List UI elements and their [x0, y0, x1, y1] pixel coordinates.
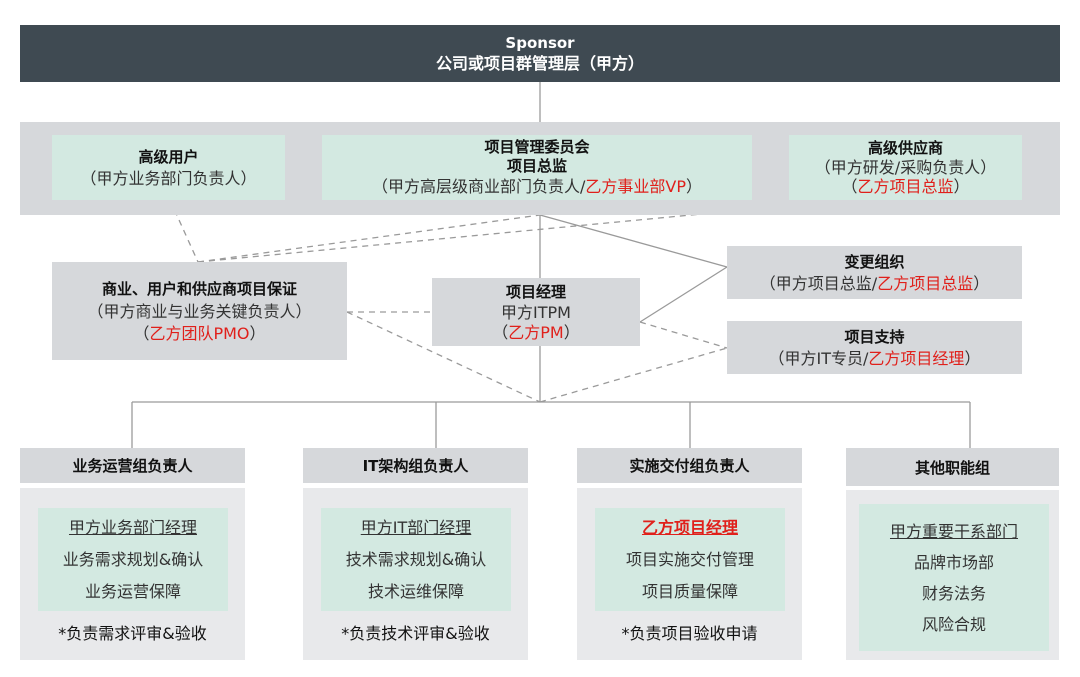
group-header-other: 其他职能组 — [846, 448, 1059, 486]
committee-box: 项目管理委员会 项目总监 （甲方高层级商业部门负责人/乙方事业部VP） — [322, 135, 752, 200]
group-item: 项目质量保障 — [641, 581, 738, 601]
group-item: 业务运营保障 — [84, 581, 181, 601]
assurance-desc: （甲方商业与业务关键负责人） — [87, 301, 312, 321]
group-inner-business: 甲方业务部门经理 业务需求规划&确认 业务运营保障 — [38, 508, 228, 611]
group-header-business: 业务运营组负责人 — [20, 448, 245, 483]
group-item: 财务法务 — [921, 583, 986, 603]
group-note: *负责技术评审&验收 — [341, 623, 490, 643]
group-inner-other: 甲方重要干系部门 品牌市场部 财务法务 风险合规 — [859, 504, 1049, 651]
senior-user-box: 高级用户 （甲方业务部门负责人） — [52, 135, 285, 200]
group-header-delivery: 实施交付组负责人 — [577, 448, 802, 483]
senior-user-desc: （甲方业务部门负责人） — [80, 168, 257, 188]
change-title: 变更组织 — [844, 252, 905, 271]
group-note: *负责项目验收申请 — [621, 623, 758, 643]
senior-supplier-title: 高级供应商 — [867, 139, 943, 157]
group-lead: 乙方项目经理 — [641, 517, 738, 537]
group-lead: 甲方重要干系部门 — [889, 521, 1018, 541]
senior-user-title: 高级用户 — [138, 147, 199, 166]
pm-line2: 甲方ITPM — [501, 302, 571, 322]
project-manager-box: 项目经理 甲方ITPM （乙方PM） — [432, 278, 640, 346]
support-desc: （甲方IT专员/乙方项目经理） — [768, 348, 981, 368]
group-item: 项目实施交付管理 — [625, 549, 754, 569]
committee-desc: （甲方高层级商业部门负责人/乙方事业部VP） — [371, 177, 703, 196]
group-item: 品牌市场部 — [913, 552, 994, 572]
change-desc: （甲方项目总监/乙方项目总监） — [759, 273, 990, 293]
pm-to-change-line — [639, 266, 728, 323]
group-item: 业务需求规划&确认 — [62, 549, 204, 569]
group-lead: 甲方业务部门经理 — [68, 517, 197, 537]
project-support-box: 项目支持 （甲方IT专员/乙方项目经理） — [727, 321, 1022, 374]
group-item: 技术需求规划&确认 — [345, 549, 487, 569]
group-header-it: IT架构组负责人 — [303, 448, 528, 483]
project-assurance-box: 商业、用户和供应商项目保证 （甲方商业与业务关键负责人） （乙方团队PMO） — [52, 262, 347, 360]
assurance-title: 商业、用户和供应商项目保证 — [101, 279, 297, 298]
change-authority-box: 变更组织 （甲方项目总监/乙方项目总监） — [727, 246, 1022, 299]
senior-supplier-desc: （甲方研发/采购负责人） — [814, 158, 997, 177]
group-item: 风险合规 — [921, 614, 986, 634]
committee-subtitle: 项目总监 — [506, 157, 567, 175]
group-inner-it: 甲方IT部门经理 技术需求规划&确认 技术运维保障 — [321, 508, 511, 611]
assurance-to-groups-dash — [346, 311, 541, 403]
sponsor-title: 公司或项目群管理层（甲方） — [435, 53, 644, 73]
board-to-change-line — [539, 214, 728, 268]
group-inner-delivery: 乙方项目经理 项目实施交付管理 项目质量保障 — [595, 508, 785, 611]
support-title: 项目支持 — [844, 327, 905, 346]
assurance-red: （乙方团队PMO） — [133, 323, 266, 343]
senior-supplier-box: 高级供应商 （甲方研发/采购负责人） （乙方项目总监） — [789, 135, 1022, 200]
solid-connectors — [131, 82, 971, 448]
groups-to-support-dash — [539, 347, 728, 403]
sponsor-label: Sponsor — [505, 33, 575, 52]
sponsor-box: Sponsor 公司或项目群管理层（甲方） — [20, 25, 1060, 82]
pm-to-support-dash — [639, 321, 728, 349]
pm-title: 项目经理 — [505, 282, 566, 301]
group-item: 技术运维保障 — [367, 581, 464, 601]
group-note: *负责需求评审&验收 — [58, 623, 207, 643]
pm-line3: （乙方PM） — [492, 322, 580, 342]
senior-supplier-red: （乙方项目总监） — [841, 177, 970, 196]
group-lead: 甲方IT部门经理 — [360, 517, 472, 537]
committee-title: 项目管理委员会 — [484, 138, 590, 156]
board-to-assurance-dash — [197, 214, 541, 263]
